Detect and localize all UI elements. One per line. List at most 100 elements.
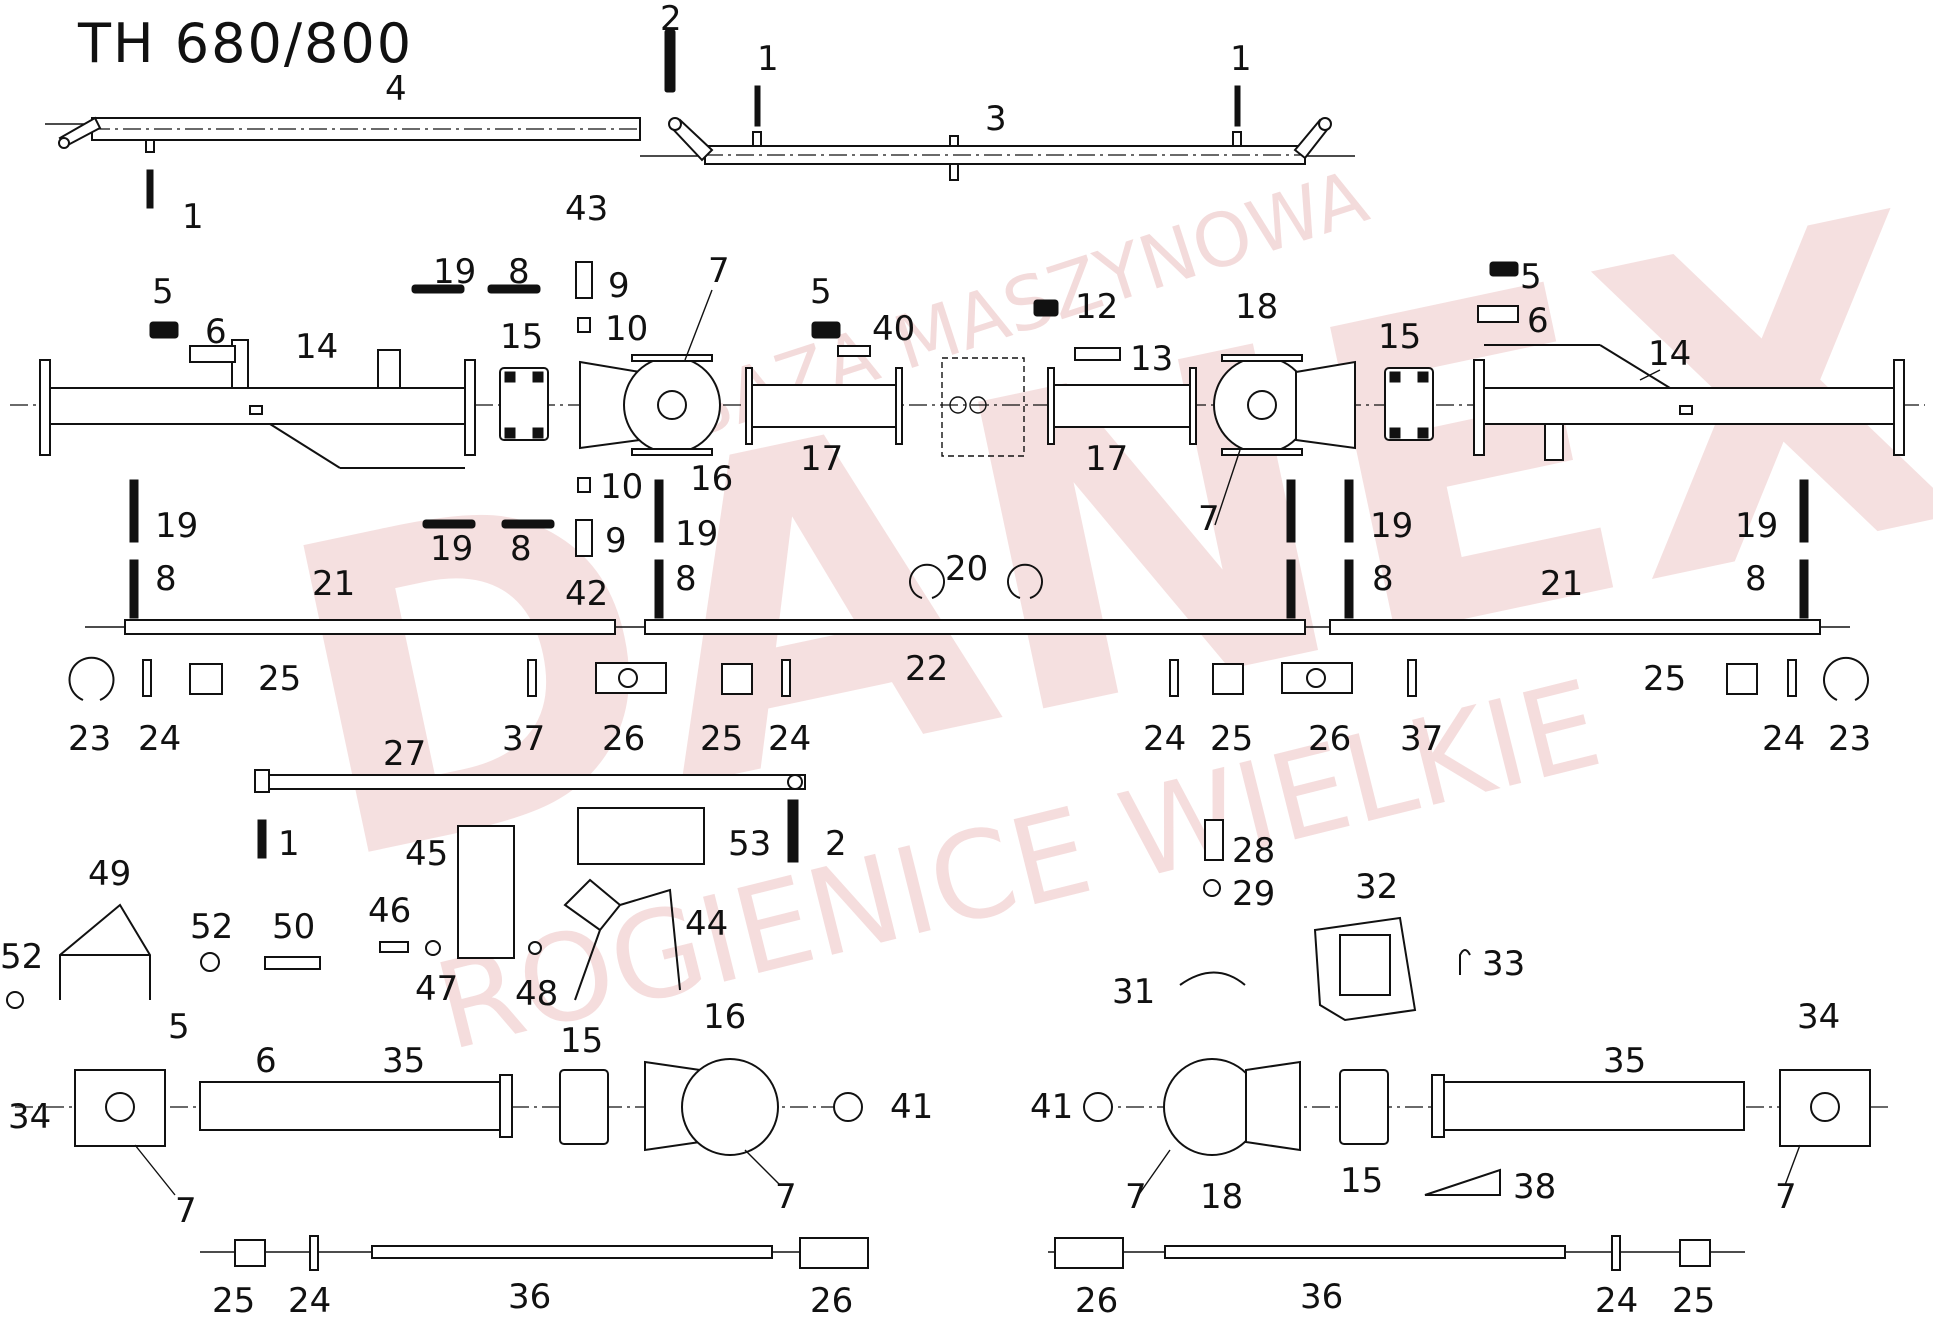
part-38-wedge [1424, 1168, 1501, 1196]
label-26-b: 26 [1308, 719, 1351, 759]
label-1-c: 1 [182, 197, 204, 237]
part-48-nut [528, 941, 542, 955]
part-20-circlips [909, 563, 1043, 599]
part-31-arc [1179, 971, 1246, 986]
label-7-b: 7 [1198, 499, 1220, 539]
label-6-a: 6 [205, 312, 227, 352]
leader-lines [134, 289, 1801, 1201]
part-15-left-flange [499, 367, 549, 441]
label-21-a: 21 [312, 564, 355, 604]
label-18-b: 18 [1200, 1177, 1243, 1217]
label-26-c: 26 [810, 1281, 853, 1315]
label-4: 4 [385, 69, 407, 109]
part-17-left-sleeve [745, 367, 903, 445]
label-15-d: 15 [1340, 1161, 1383, 1201]
label-24-b: 24 [768, 719, 811, 759]
label-26-a: 26 [602, 719, 645, 759]
label-40: 40 [872, 309, 915, 349]
label-33: 33 [1482, 944, 1525, 984]
part-27-bar [254, 769, 806, 863]
label-19-d: 19 [675, 514, 718, 554]
label-25-a: 25 [258, 659, 301, 699]
label-5-b: 5 [810, 272, 832, 312]
label-44: 44 [685, 904, 728, 944]
label-42: 42 [565, 574, 608, 614]
part-15-right-flange [1384, 367, 1434, 441]
label-34-b: 34 [1797, 997, 1840, 1037]
label-24-c: 24 [1143, 719, 1186, 759]
label-3: 3 [985, 99, 1007, 139]
part-46-bolt [379, 941, 409, 953]
label-15-c: 15 [560, 1021, 603, 1061]
part-32-logo-box [1339, 934, 1391, 996]
label-5-c: 5 [1520, 257, 1542, 297]
label-50: 50 [272, 907, 315, 947]
small-parts-row [68, 656, 1869, 701]
label-17-b: 17 [1085, 439, 1128, 479]
label-8-b: 8 [155, 559, 177, 599]
label-2-top: 2 [660, 0, 682, 39]
springs-19-8 [129, 479, 1809, 619]
label-7-d: 7 [775, 1177, 797, 1217]
label-5-d: 5 [168, 1007, 190, 1047]
label-15-b: 15 [1378, 317, 1421, 357]
label-18-a: 18 [1235, 287, 1278, 327]
part-4-beam [45, 116, 641, 209]
label-52-a: 52 [190, 907, 233, 947]
label-6-b: 6 [1527, 301, 1549, 341]
part-35-right-shaft [1443, 1081, 1745, 1131]
part-47-washer [425, 940, 441, 956]
part-35-left-shaft [199, 1081, 501, 1131]
label-13: 13 [1130, 339, 1173, 379]
label-22: 22 [905, 649, 948, 689]
label-7-e: 7 [1125, 1177, 1147, 1217]
part-49-guard [59, 903, 151, 1000]
label-8-c: 8 [510, 529, 532, 569]
label-1-d: 1 [278, 824, 300, 864]
part-50-bolt [264, 956, 321, 970]
part-18-coupling [1213, 354, 1356, 456]
label-47: 47 [415, 969, 458, 1009]
label-37-a: 37 [502, 719, 545, 759]
part-33-hook [1459, 949, 1471, 975]
label-5-a: 5 [152, 272, 174, 312]
model-title: TH 680/800 [77, 12, 413, 75]
long-shafts [85, 619, 1850, 635]
bottom-shafts [200, 1235, 1745, 1271]
label-41-a: 41 [890, 1087, 933, 1127]
part-16-coupling [579, 354, 721, 456]
label-49: 49 [88, 854, 131, 894]
label-9-b: 9 [605, 521, 627, 561]
label-17-a: 17 [800, 439, 843, 479]
part-52-washer-b [200, 952, 220, 972]
label-38: 38 [1513, 1167, 1556, 1207]
label-48: 48 [515, 974, 558, 1014]
label-8-f: 8 [1745, 559, 1767, 599]
label-19-a: 19 [433, 252, 476, 292]
label-32: 32 [1355, 867, 1398, 907]
label-15-a: 15 [500, 317, 543, 357]
label-31: 31 [1112, 972, 1155, 1012]
label-1-b: 1 [1230, 39, 1252, 79]
part-29-washer [1203, 879, 1221, 897]
label-53: 53 [728, 824, 771, 864]
label-20: 20 [945, 549, 988, 589]
label-28: 28 [1232, 831, 1275, 871]
label-24-e: 24 [288, 1281, 331, 1315]
part-15-bl-flange [559, 1069, 609, 1145]
label-25-c: 25 [1210, 719, 1253, 759]
label-25-f: 25 [1672, 1281, 1715, 1315]
label-7-f: 7 [1775, 1177, 1797, 1217]
part-3-beam [640, 29, 1355, 181]
label-10-b: 10 [600, 467, 643, 507]
label-25-d: 25 [1643, 659, 1686, 699]
label-14-b: 14 [1648, 334, 1691, 374]
part-14-left-housing [39, 339, 476, 469]
label-8-a: 8 [508, 252, 530, 292]
label-25-e: 25 [212, 1281, 255, 1315]
label-46: 46 [368, 891, 411, 931]
label-12: 12 [1075, 287, 1118, 327]
label-24-f: 24 [1595, 1281, 1638, 1315]
label-24-d: 24 [1762, 719, 1805, 759]
